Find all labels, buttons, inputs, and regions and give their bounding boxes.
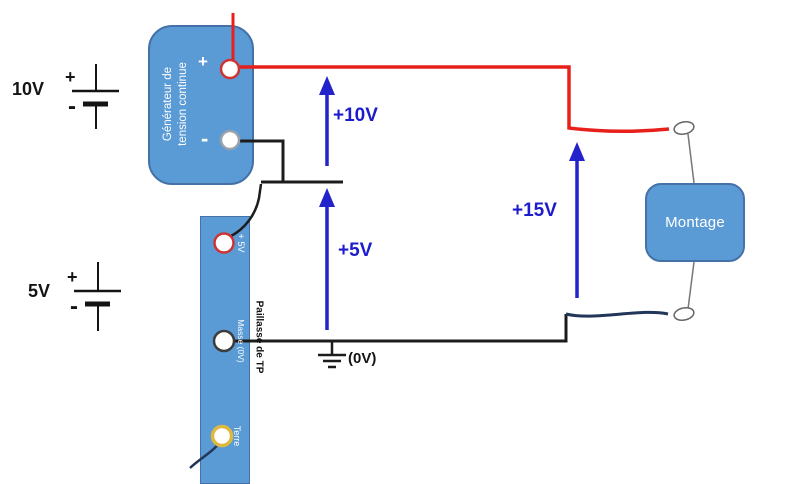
montage-top-link [687,133,695,184]
montage-bottom-connector [673,307,695,321]
paillasse-label: Paillasse de TP [253,300,265,374]
battery-5v-minus-sign: - [70,293,78,320]
annotation-plus15v: +15V [512,200,557,221]
annotation-plus5v: +5V [338,240,373,261]
montage-label: Montage [665,214,725,231]
arrow-5v-head [319,188,335,207]
battery-10v-value: 10V [12,79,45,99]
generator-minus-sign: - [201,126,209,151]
terminal-terre-label: Terre [232,425,242,447]
montage-top-connector [673,121,695,135]
battery-10v-minus-sign: - [68,93,76,120]
battery-10v-plus-sign: + [65,67,76,87]
red-wire-plus-to-montage [239,65,670,134]
generator-plus-sign: + [198,52,208,71]
dc-generator-block [148,25,254,185]
terminal-5v-label: + 5V [236,233,246,253]
montage-bottom-wire [565,310,669,318]
annotation-0v: (0V) [348,350,377,367]
battery-5v-plus-sign: + [67,267,78,287]
battery-5v-value: 5V [28,281,51,301]
montage-block: Montage [645,183,745,262]
terminal-masse-label: Masse (0V) [236,319,246,363]
ground-wire [235,314,568,343]
montage-bottom-link [687,261,695,310]
arrow-15v-head [569,142,585,161]
annotation-plus10v: +10V [333,105,378,126]
arrow-10v-head [319,76,335,95]
dc-generator-label: Générateur de tension continue [162,62,189,146]
